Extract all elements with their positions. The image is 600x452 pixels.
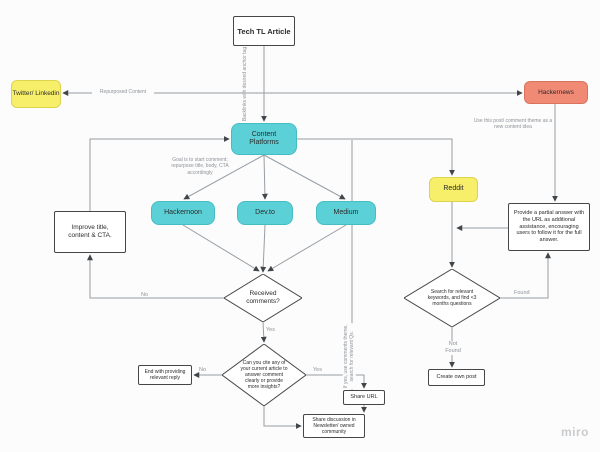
node-search-keywords[interactable]: Search for relevant keywords, and find <… bbox=[404, 269, 500, 327]
edge-label-use-post-theme: Use this post/ comment theme as a new co… bbox=[473, 118, 553, 131]
edge-platforms-hackernoon bbox=[183, 154, 265, 200]
node-twitter-linkedin[interactable]: Twitter/ Linkedin bbox=[11, 80, 61, 108]
edge-label-if-yes-use-comments: If yes, use comments theme, search for r… bbox=[342, 323, 356, 390]
node-cite-article[interactable]: Can you cite any of your current article… bbox=[222, 344, 306, 406]
edge-devto-decision bbox=[260, 224, 267, 273]
edge-label-not-found: Not Found bbox=[441, 341, 465, 355]
edge-label-no-received: No bbox=[141, 292, 149, 298]
edge-label-found: Found bbox=[514, 290, 530, 296]
node-medium[interactable]: Medium bbox=[316, 201, 376, 225]
node-reddit[interactable]: Reddit bbox=[429, 177, 478, 202]
node-provide-partial-answer[interactable]: Provide a partial answer with the URL as… bbox=[508, 203, 590, 251]
edge-cite-discussion bbox=[263, 406, 302, 429]
node-end-with-reply[interactable]: End with providing relevant reply bbox=[138, 365, 192, 385]
edge-medium-decision bbox=[267, 224, 347, 272]
node-hackernoon[interactable]: Hackernoon bbox=[151, 201, 215, 225]
edge-label-backlinks: Backlinks with desired anchor tag bbox=[242, 46, 248, 122]
edge-cite-shareurl bbox=[306, 374, 367, 389]
node-create-own-post[interactable]: Create own post bbox=[428, 369, 485, 386]
miro-watermark: miro bbox=[561, 425, 590, 439]
node-content-platforms[interactable]: Content Platforms bbox=[231, 123, 297, 155]
edge-search-provide bbox=[500, 252, 551, 299]
node-received-comments[interactable]: Received comments? bbox=[224, 274, 302, 322]
node-hackernews[interactable]: Hackernews bbox=[524, 81, 588, 104]
edge-platforms-medium bbox=[263, 154, 346, 200]
edge-label-no-cite: No bbox=[199, 367, 207, 373]
edge-platforms-devto bbox=[261, 154, 268, 200]
edge-label-yes-received: Yes bbox=[266, 327, 275, 333]
edge-label-repurposed-content: Repurposed Content bbox=[92, 89, 154, 96]
node-share-discussion[interactable]: Share discussion in Newsletter/ owned co… bbox=[303, 414, 365, 438]
edge-label-yes-cite: Yes bbox=[313, 367, 322, 373]
edge-improve-platforms bbox=[89, 136, 230, 211]
edge-decision-cite bbox=[260, 321, 267, 343]
node-tech-tl-article[interactable]: Tech TL Article bbox=[233, 16, 295, 46]
node-devto[interactable]: Dev.to bbox=[237, 201, 293, 225]
edge-platforms-reddit bbox=[297, 138, 455, 176]
edge-hackernoon-decision bbox=[182, 224, 260, 272]
diamond-shape bbox=[404, 269, 500, 327]
node-improve-title[interactable]: Improve title, content & CTA. bbox=[54, 211, 126, 253]
edge-label-goal-start-comment: Goal is to start comment; repurpose titl… bbox=[171, 157, 229, 176]
node-share-url[interactable]: Share URL bbox=[343, 390, 385, 405]
edge-decision-improve bbox=[87, 254, 224, 299]
diamond-shape bbox=[222, 344, 306, 406]
diamond-shape bbox=[224, 274, 302, 322]
